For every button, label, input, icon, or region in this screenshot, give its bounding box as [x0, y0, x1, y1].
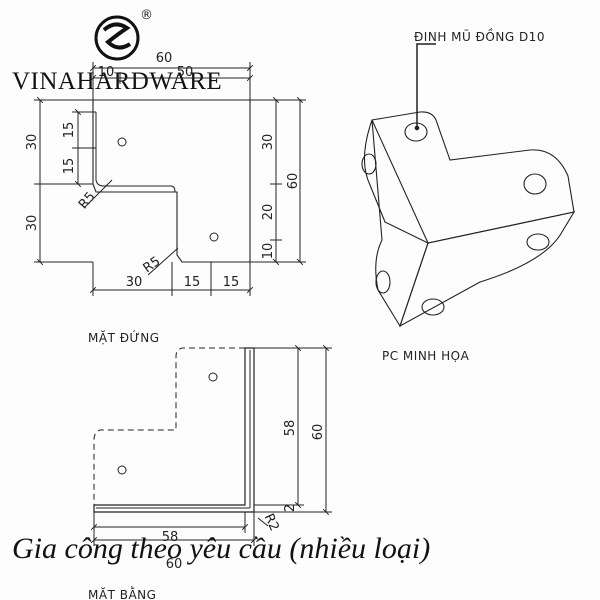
logo-swirl-icon: [102, 22, 132, 50]
rivet-right: [523, 173, 547, 195]
dim-bottom-left: 30: [126, 275, 143, 290]
dim-bottom-mid: 15: [184, 275, 201, 290]
rivet-top: [404, 122, 428, 142]
plan-hole-top: [208, 372, 218, 382]
dim-top-right: 50: [177, 65, 194, 80]
dim-top-left: 10: [98, 65, 115, 80]
dim-left-outer-top: 30: [25, 134, 40, 151]
plan-view-dims: 58 60 2 R2 58 60: [162, 420, 326, 572]
dim-bottom-right: 15: [223, 275, 240, 290]
dim-left-inner-top: 15: [62, 122, 77, 139]
plan-radius-leader: [257, 517, 269, 527]
logo-registered-mark: ®: [140, 8, 153, 23]
plan-dim-width-total: 60: [166, 557, 183, 572]
rivet-front-bottom: [421, 298, 445, 316]
dim-radius-left: R5: [76, 189, 99, 212]
plan-hidden-outline: [93, 347, 245, 505]
rivet-label: ĐINH MŨ ĐỒNG D10: [414, 28, 545, 44]
dim-right-mid: 20: [261, 204, 276, 221]
rivet-front-right: [526, 233, 550, 251]
logo-ring-icon: [94, 15, 140, 61]
plan-dim-radius: R2: [261, 512, 282, 534]
caption: Gia công theo yêu cầu (nhiều loại): [12, 532, 431, 565]
plan-dim-thickness: 2: [283, 504, 298, 512]
iso-view-label: PC MINH HỌA: [382, 349, 470, 363]
brand-name: VINAHARDWARE: [12, 68, 222, 95]
plan-view: [90, 344, 332, 546]
rivet-leader-line: [416, 43, 436, 128]
dim-right-top: 30: [261, 134, 276, 151]
rivet-leader-dot: [414, 125, 420, 131]
front-hole-top-left: [117, 137, 127, 147]
isometric-view: [361, 43, 576, 328]
plan-view-label: MẶT BẰNG: [88, 588, 157, 600]
front-hole-bottom-right: [209, 232, 219, 242]
plan-dim-height-total: 60: [311, 424, 326, 441]
plan-dim-height-inner: 58: [283, 420, 298, 437]
dim-left-inner-bottom: 15: [62, 158, 77, 175]
plan-dim-width-inner: 58: [162, 530, 179, 545]
plan-hole-bottom: [117, 465, 127, 475]
front-view-label: MẶT ĐỨNG: [88, 330, 160, 345]
radius-leader-left: [83, 179, 113, 209]
brand-logo: ® VINAHARDWARE: [12, 8, 222, 95]
front-view: [34, 62, 306, 296]
dim-radius-bottom: R5: [141, 254, 164, 276]
isometric-labels: ĐINH MŨ ĐỒNG D10 PC MINH HỌA: [382, 28, 545, 363]
dim-left-outer-bottom: 30: [25, 215, 40, 232]
rivet-left-bottom: [375, 270, 391, 294]
front-view-dims: 60 10 50 30 30 15 15 30 20 10 60 30 15 1…: [25, 51, 301, 345]
front-view-inner-edge: [95, 112, 176, 193]
iso-top-face: [371, 111, 575, 244]
front-view-outline: [92, 99, 251, 263]
dim-right-bottom: 10: [261, 243, 276, 260]
iso-front-face: [399, 211, 576, 328]
dim-right-total: 60: [286, 173, 301, 190]
dim-top-total: 60: [156, 51, 173, 66]
radius-leader-bottom: [147, 247, 179, 276]
rivet-left-top: [361, 153, 377, 175]
